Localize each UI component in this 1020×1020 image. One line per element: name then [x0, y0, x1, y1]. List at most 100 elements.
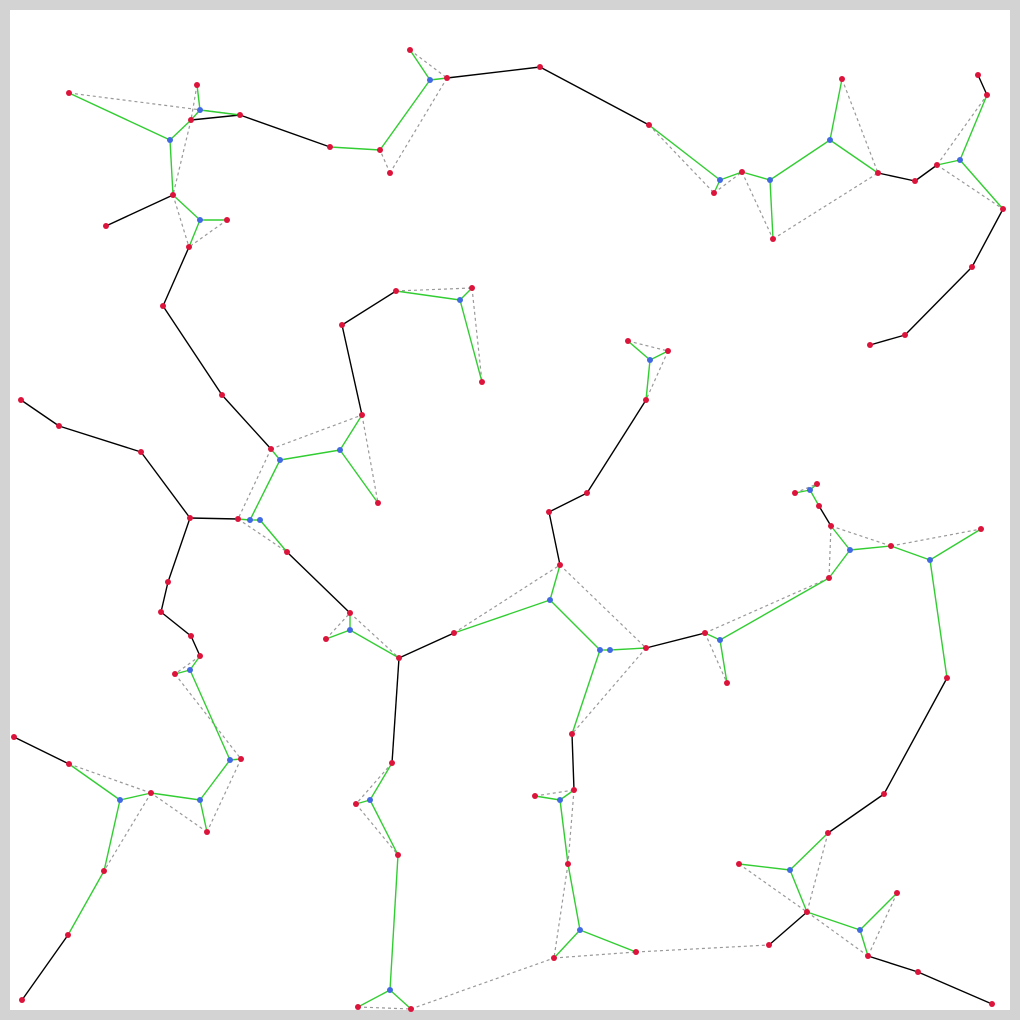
tree-edge: [768, 911, 808, 946]
dashed-edge: [794, 483, 818, 494]
terminal-node: [219, 392, 225, 398]
terminal-node: [235, 516, 241, 522]
steiner-edge: [959, 94, 988, 161]
dashed-edge: [645, 350, 669, 401]
drawing-canvas: [10, 10, 1010, 1010]
terminal-node: [224, 217, 230, 223]
steiner-edge: [453, 599, 551, 634]
tree-edge: [190, 635, 201, 657]
terminal-node: [103, 223, 109, 229]
terminal-node: [557, 562, 563, 568]
terminal-node: [978, 526, 984, 532]
terminal-node: [826, 575, 832, 581]
terminal-node: [148, 790, 154, 796]
steiner-edge: [169, 119, 192, 141]
tree-edge: [20, 399, 60, 427]
terminal-node: [18, 397, 24, 403]
dashed-edge: [830, 525, 892, 547]
terminal-node: [569, 731, 575, 737]
terminal-node: [204, 829, 210, 835]
dashed-edge: [567, 789, 575, 865]
tree-edge: [167, 517, 191, 583]
steiner-edge: [553, 929, 581, 959]
node-layer: [11, 47, 1006, 1012]
dashed-edge: [553, 951, 637, 959]
tree-edge: [917, 971, 993, 1005]
steiner-node: [927, 557, 933, 563]
steiner-edge: [648, 124, 721, 181]
steiner-edge: [279, 449, 341, 461]
terminal-node: [711, 190, 717, 196]
steiner-edge: [719, 577, 830, 641]
terminal-node: [469, 285, 475, 291]
dashed-edge: [627, 340, 669, 352]
terminal-node: [284, 549, 290, 555]
dashed-edge: [389, 77, 448, 174]
dashed-edge: [410, 957, 555, 1010]
terminal-node: [355, 1004, 361, 1010]
tree-edge: [160, 611, 192, 637]
terminal-node: [643, 645, 649, 651]
terminal-node: [766, 942, 772, 948]
terminal-node: [197, 653, 203, 659]
steiner-edge: [389, 854, 399, 991]
terminal-node: [165, 579, 171, 585]
steiner-edge: [829, 139, 879, 174]
dashed-edge: [704, 632, 728, 684]
dashed-edge: [355, 803, 399, 856]
steiner-edge: [68, 763, 121, 801]
terminal-node: [894, 890, 900, 896]
steiner-node: [277, 457, 283, 463]
terminal-node: [186, 244, 192, 250]
steiner-edge: [929, 528, 982, 561]
tree-edge: [904, 266, 973, 336]
steiner-node: [857, 927, 863, 933]
terminal-node: [867, 342, 873, 348]
terminal-node: [739, 169, 745, 175]
steiner-node: [197, 107, 203, 113]
terminal-node: [393, 288, 399, 294]
steiner-edge: [627, 340, 651, 361]
dashed-edge: [409, 49, 448, 79]
tree-edge: [58, 425, 142, 453]
tree-edge: [914, 164, 938, 182]
dashed-edge: [936, 94, 988, 166]
steiner-edge: [199, 759, 231, 801]
terminal-node: [396, 655, 402, 661]
steiner-node: [957, 157, 963, 163]
steiner-edge: [369, 762, 393, 801]
steiner-node: [647, 357, 653, 363]
steiner-edge: [357, 989, 391, 1008]
terminal-node: [1000, 206, 1006, 212]
dashed-edge: [559, 564, 647, 649]
steiner-node: [767, 177, 773, 183]
steiner-edge: [769, 139, 831, 181]
steiner-node: [607, 647, 613, 653]
steiner-edge: [579, 929, 637, 953]
dashed-edge: [571, 647, 647, 735]
terminal-node: [359, 412, 365, 418]
steiner-edge: [150, 792, 201, 801]
steiner-node: [827, 137, 833, 143]
steiner-edge: [196, 84, 201, 111]
terminal-node: [571, 787, 577, 793]
terminal-node: [888, 543, 894, 549]
steiner-edge: [859, 892, 898, 931]
tree-edge: [818, 505, 832, 527]
steiner-edge: [379, 79, 431, 151]
steiner-edge: [549, 599, 601, 651]
tree-edge: [286, 551, 351, 614]
dashed-edge: [471, 287, 483, 383]
terminal-node: [584, 490, 590, 496]
dashed-edge: [635, 944, 770, 953]
terminal-node: [565, 861, 571, 867]
steiner-edge: [169, 139, 174, 196]
terminal-node: [479, 379, 485, 385]
terminal-node: [327, 144, 333, 150]
steiner-node: [577, 927, 583, 933]
dashed-edge: [150, 792, 208, 833]
dashed-edge: [174, 655, 201, 675]
steiner-edge: [789, 832, 829, 871]
tree-edge: [13, 736, 70, 765]
terminal-node: [537, 64, 543, 70]
